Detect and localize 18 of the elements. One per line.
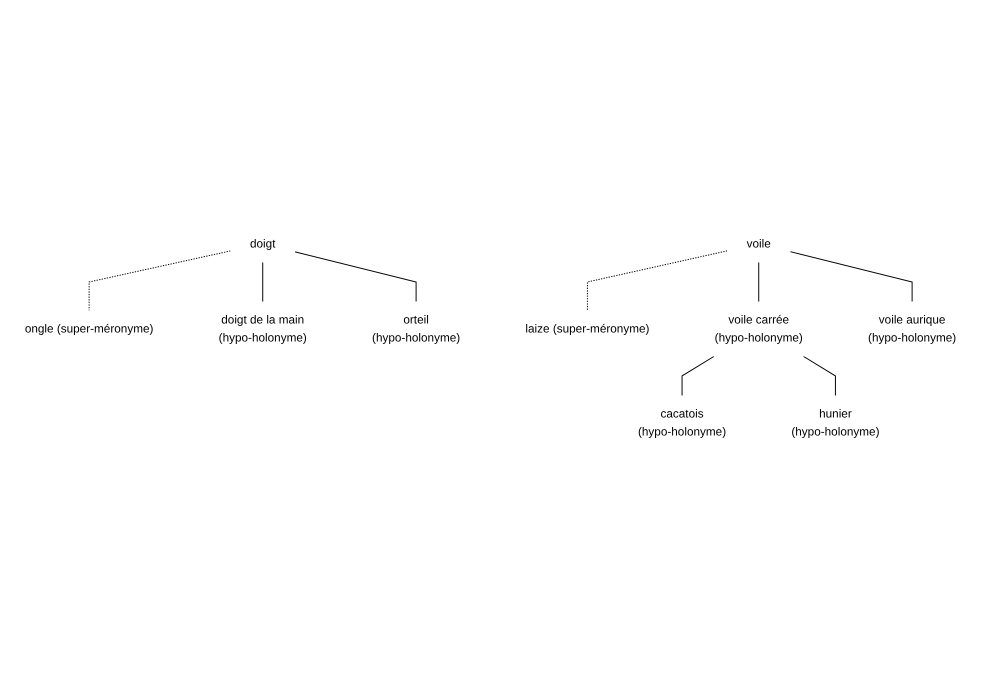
connector <box>790 250 913 302</box>
connector <box>802 356 836 396</box>
node-text: doigt <box>250 236 276 250</box>
node-text: hunier (hypo-holonyme) <box>791 406 880 438</box>
connector <box>682 356 714 396</box>
node-text: ongle (super-méronyme) <box>24 322 154 335</box>
connector <box>262 262 264 302</box>
connector <box>88 250 231 311</box>
node-text: voile carrée (hypo-holonyme) <box>714 313 803 344</box>
connector <box>586 250 728 311</box>
connector <box>294 251 417 302</box>
node-text: doigt de la main (hypo-holonyme) <box>218 313 307 344</box>
node-text: cacatois (hypo-holonyme) <box>638 406 726 438</box>
node-text: orteil (hypo-holonyme) <box>372 313 460 344</box>
node-text: laize (super-méronyme) <box>525 322 650 335</box>
node-text: voile <box>746 236 771 250</box>
connector <box>758 262 760 302</box>
node-text: voile aurique (hypo-holonyme) <box>868 313 956 344</box>
